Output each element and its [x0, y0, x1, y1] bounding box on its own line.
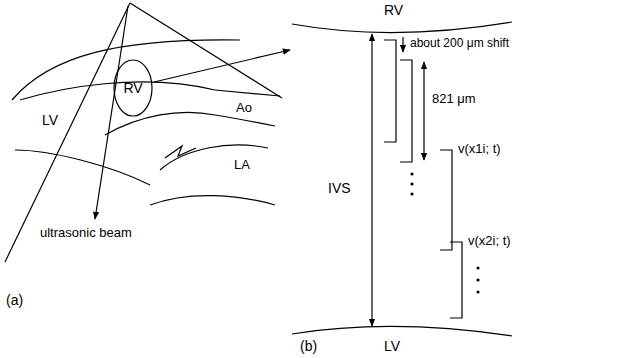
sector-edge — [5, 3, 130, 262]
chamber-label: LV — [384, 338, 400, 354]
dimension-label: 821 μm — [432, 92, 476, 107]
thickness-arrow — [371, 34, 372, 326]
window-bracket — [450, 242, 462, 318]
ellipsis-dot — [410, 192, 413, 195]
aorta-wall — [215, 90, 280, 96]
vessel-label: Ao — [236, 101, 252, 116]
septum-outline — [20, 82, 215, 100]
ellipsis-dot — [410, 172, 413, 175]
zoom-arrow — [154, 50, 290, 82]
panel-label: (a) — [6, 292, 23, 308]
width-arrow — [423, 62, 424, 160]
heart-outline — [15, 150, 150, 185]
window-bracket — [400, 60, 412, 162]
lv-boundary — [292, 326, 512, 336]
septum-outline — [105, 112, 215, 135]
beam-label: ultrasonic beam — [40, 226, 132, 241]
region-label: RV — [123, 80, 142, 96]
sector-edge — [130, 3, 282, 98]
aorta-wall — [215, 115, 275, 126]
chamber-label: LV — [42, 112, 58, 128]
window-bracket — [440, 150, 452, 250]
signal-label: v(x2i; t) — [468, 234, 511, 249]
atrium-outline — [160, 145, 268, 170]
atrium-outline — [150, 196, 275, 205]
ellipse-outline — [114, 60, 152, 116]
ellipsis-dot — [476, 266, 479, 269]
signal-label: v(x1i; t) — [458, 142, 501, 157]
ellipsis-dot — [476, 278, 479, 281]
mitral-valve — [165, 146, 196, 158]
chamber-label: LA — [234, 158, 250, 173]
chamber-label: RV — [384, 2, 403, 18]
shift-arrow — [402, 37, 403, 52]
ellipsis-dot — [410, 182, 413, 185]
ellipsis-dot — [476, 290, 479, 293]
region-ellipse: RV — [113, 59, 153, 117]
window-bracket — [384, 40, 396, 142]
septum-label: IVS — [328, 180, 351, 196]
rv-boundary — [292, 22, 512, 33]
panel-label: (b) — [300, 338, 317, 354]
shift-label: about 200 μm shift — [410, 37, 509, 51]
